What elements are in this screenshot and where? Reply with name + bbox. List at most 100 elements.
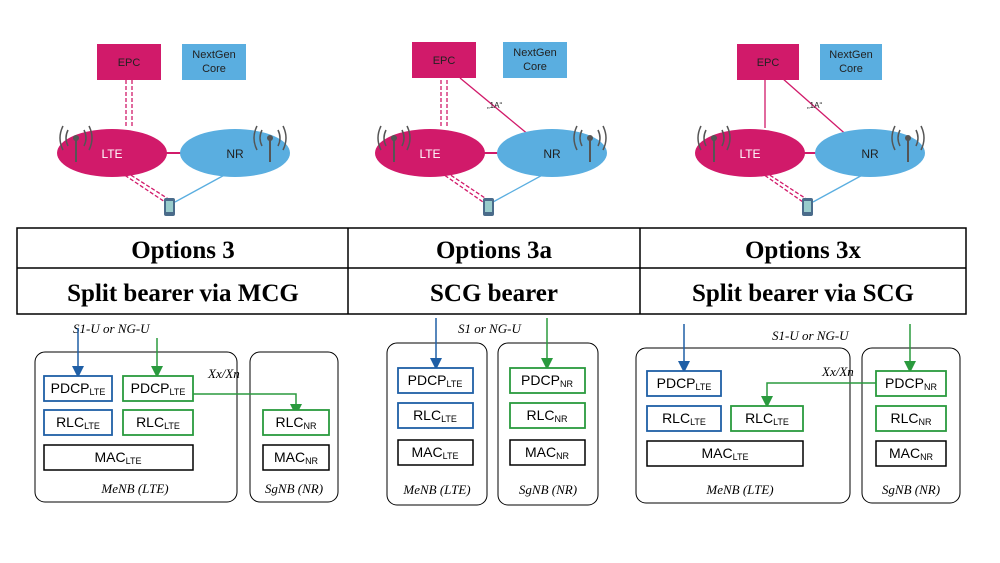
sgnb-label: SgNB (NR) bbox=[882, 482, 940, 497]
svg-text:RLCNR: RLCNR bbox=[275, 414, 317, 431]
xx-xn-label: Xx/Xn bbox=[207, 366, 240, 381]
nr-antenna-icon bbox=[253, 125, 287, 162]
pdcp-nr-block bbox=[509, 367, 586, 394]
sgnb-label: SgNB (NR) bbox=[265, 481, 323, 496]
svg-text:PDCPLTE: PDCPLTE bbox=[131, 380, 186, 397]
option3x-illustration: „1A“ EPC NextGen Core LTE NR bbox=[695, 44, 925, 216]
epc-box bbox=[737, 44, 799, 80]
svg-text:MACLTE: MACLTE bbox=[95, 449, 142, 466]
epc-box bbox=[97, 44, 161, 80]
svg-text:PDCPLTE: PDCPLTE bbox=[51, 380, 106, 397]
sgnb-label: SgNB (NR) bbox=[519, 482, 577, 497]
svg-text:RLCNR: RLCNR bbox=[890, 410, 932, 427]
svg-text:MACNR: MACNR bbox=[525, 444, 570, 461]
nextgen-core-label-2: Core bbox=[202, 63, 226, 75]
option3x-stack: S1-U or NG-U Xx/Xn PDCPLTE RLCLTE RLCLTE… bbox=[635, 324, 961, 504]
nextgen-core-box bbox=[182, 44, 246, 80]
nr-cell-label: NR bbox=[543, 147, 561, 161]
s1u-ngu-label: S1-U or NG-U bbox=[772, 328, 850, 343]
option3a-illustration: „1A“ EPC NextGen Core LTE NR bbox=[375, 42, 607, 216]
menb-label: MeNB (LTE) bbox=[402, 482, 470, 497]
svg-text:RLCLTE: RLCLTE bbox=[136, 414, 180, 431]
option-title-3: Options 3 bbox=[131, 237, 235, 264]
lte-cell-label: LTE bbox=[739, 147, 760, 161]
nr-cell bbox=[180, 129, 290, 177]
svg-text:RLCLTE: RLCLTE bbox=[56, 414, 100, 431]
lte-cell-label: LTE bbox=[101, 147, 122, 161]
menb-box bbox=[635, 347, 851, 504]
rlc-nr-block bbox=[262, 409, 330, 436]
svg-text:RLCLTE: RLCLTE bbox=[662, 410, 706, 427]
mac-nr-block bbox=[509, 439, 586, 466]
svg-text:PDCPNR: PDCPNR bbox=[521, 372, 573, 389]
mac-lte-block bbox=[397, 439, 474, 466]
svg-text:RLCLTE: RLCLTE bbox=[413, 407, 457, 424]
phone-icon bbox=[164, 198, 175, 216]
nr-antenna-icon bbox=[891, 125, 925, 162]
pdcp-lte-block-green bbox=[122, 375, 194, 402]
mac-nr-block bbox=[262, 444, 330, 471]
pdcp-lte-block bbox=[646, 370, 722, 397]
nextgen-core-label-1: NextGen bbox=[829, 49, 872, 61]
s1u-ngu-label: S1-U or NG-U bbox=[73, 321, 151, 336]
rlc-lte-block-green bbox=[122, 409, 194, 436]
mac-lte-block bbox=[43, 444, 194, 471]
nextgen-core-label-2: Core bbox=[839, 63, 863, 75]
epc-box bbox=[412, 42, 476, 78]
svg-text:MACLTE: MACLTE bbox=[702, 445, 749, 462]
lte-antenna-icon bbox=[697, 125, 731, 162]
option-subtitle-3: Split bearer via MCG bbox=[67, 280, 299, 307]
svg-text:PDCPNR: PDCPNR bbox=[885, 375, 937, 392]
rlc-nr-block bbox=[875, 405, 947, 432]
nextgen-core-box bbox=[503, 42, 567, 78]
option3-illustration: EPC NextGen Core LTE NR bbox=[57, 44, 290, 216]
nextgen-core-label-1: NextGen bbox=[513, 47, 556, 59]
menb-label: MeNB (LTE) bbox=[705, 482, 773, 497]
nr-cell-label: NR bbox=[226, 147, 244, 161]
rlc-lte-block bbox=[43, 409, 113, 436]
epc-label: EPC bbox=[118, 57, 141, 69]
lte-cell-label: LTE bbox=[419, 147, 440, 161]
svg-text:MACNR: MACNR bbox=[889, 445, 934, 462]
s1-ngu-label: S1 or NG-U bbox=[458, 321, 522, 336]
lte-antenna-icon bbox=[377, 125, 411, 162]
option3a-stack: S1 or NG-U PDCPLTE RLCLTE MACLTE PDCPNR … bbox=[386, 318, 599, 506]
svg-text:PDCPLTE: PDCPLTE bbox=[657, 375, 712, 392]
options-table: Options 3 Options 3a Options 3x Split be… bbox=[16, 227, 967, 315]
nr-cell bbox=[497, 129, 607, 177]
pdcp-lte-block bbox=[397, 367, 474, 394]
svg-text:MACNR: MACNR bbox=[274, 449, 319, 466]
phone-icon bbox=[802, 198, 813, 216]
nr-cell bbox=[815, 129, 925, 177]
rlc-lte-block bbox=[646, 405, 722, 432]
sgnb-box bbox=[497, 342, 599, 506]
epc-label: EPC bbox=[757, 57, 780, 69]
phone-icon bbox=[483, 198, 494, 216]
menb-label: MeNB (LTE) bbox=[100, 481, 168, 496]
option-title-3a: Options 3a bbox=[436, 237, 553, 264]
nr-antenna-icon bbox=[573, 125, 607, 162]
option-subtitle-3x: Split bearer via SCG bbox=[692, 280, 914, 307]
nextgen-core-box bbox=[820, 44, 882, 80]
mac-nr-block bbox=[875, 440, 947, 467]
rlc-lte-block-green bbox=[730, 405, 804, 432]
svg-text:MACLTE: MACLTE bbox=[412, 444, 459, 461]
option3-stack: S1-U or NG-U Xx/Xn PDCPLTE PDCPLTE RLCLT… bbox=[34, 321, 339, 503]
nextgen-core-label-2: Core bbox=[523, 61, 547, 73]
menb-box bbox=[34, 351, 238, 503]
lte-cell bbox=[57, 129, 167, 177]
svg-text:PDCPLTE: PDCPLTE bbox=[408, 372, 463, 389]
link-1a-label: „1A“ bbox=[807, 101, 822, 110]
option-subtitle-3a: SCG bearer bbox=[430, 280, 558, 307]
nr-cell-label: NR bbox=[861, 147, 879, 161]
svg-text:RLCNR: RLCNR bbox=[526, 407, 568, 424]
lte-cell bbox=[695, 129, 805, 177]
mac-lte-block bbox=[646, 440, 804, 467]
svg-text:RLCLTE: RLCLTE bbox=[745, 410, 789, 427]
pdcp-lte-block bbox=[43, 375, 113, 402]
link-1a-label: „1A“ bbox=[487, 101, 502, 110]
sgnb-box bbox=[249, 351, 339, 503]
option-title-3x: Options 3x bbox=[745, 237, 862, 264]
menb-box bbox=[386, 342, 488, 506]
